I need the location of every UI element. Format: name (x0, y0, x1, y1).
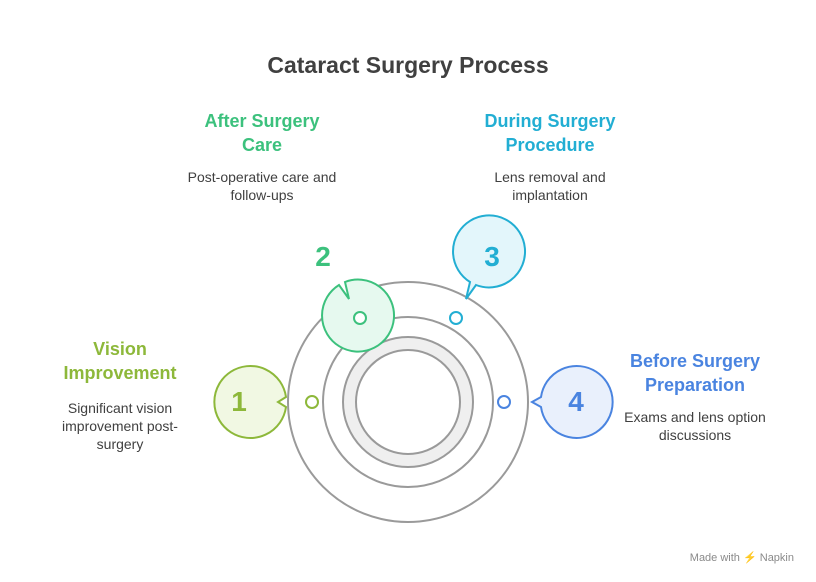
step-3-number: 3 (484, 241, 500, 272)
step-3-bubble (452, 214, 527, 300)
made-with-label: Made with (689, 552, 740, 564)
step-4-marker (497, 395, 511, 409)
step-1-bubble (213, 365, 288, 439)
step-3-heading: During Surgery Procedure (484, 111, 616, 155)
step-4-bubble (529, 365, 614, 439)
step-2-description: Post-operative care and follow-ups (187, 169, 337, 203)
step-2-number: 2 (315, 241, 331, 272)
step-3-description: Lens removal and implantation (494, 169, 606, 203)
step-1-marker (305, 395, 319, 409)
step-4-description: Exams and lens option discussions (624, 409, 766, 443)
core-circle (355, 349, 461, 455)
napkin-branding: Made with ⚡ Napkin (690, 551, 794, 564)
step-3-marker (449, 311, 463, 325)
middle-ring (322, 316, 494, 488)
diagram-title: Cataract Surgery Process (267, 52, 549, 78)
step-1-heading: Vision Improvement (63, 339, 177, 383)
step-1-number: 1 (231, 386, 247, 417)
step-4-heading: Before Surgery Preparation (629, 351, 761, 395)
outer-ring (287, 281, 529, 523)
step-4-number: 4 (568, 386, 584, 417)
step-2-heading: After Surgery Care (204, 111, 320, 155)
step-1-description: Significant vision improvement post-surg… (62, 400, 178, 452)
napkin-logo-icon: ⚡ (742, 552, 757, 564)
step-2-marker (353, 311, 367, 325)
napkin-label: Napkin (759, 552, 794, 564)
